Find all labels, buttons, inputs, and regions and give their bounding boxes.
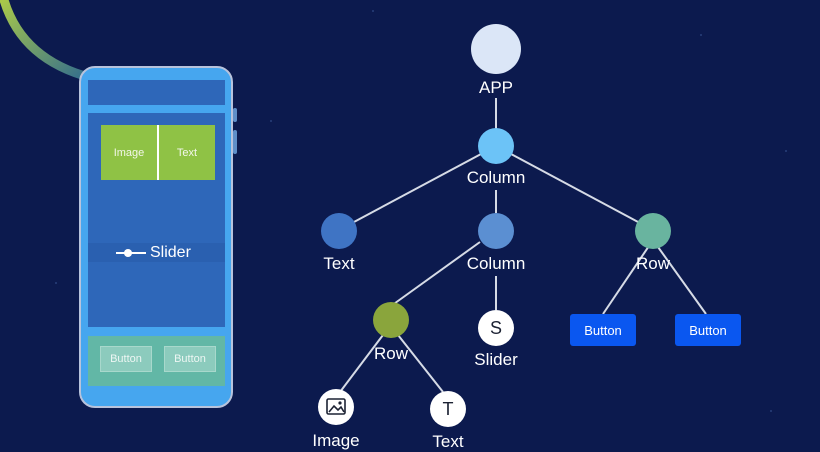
edge-row-image	[339, 334, 384, 393]
node-column-mid	[478, 213, 514, 249]
node-slider: S	[478, 310, 514, 346]
phone-top-bar	[88, 80, 225, 105]
node-app	[471, 24, 521, 74]
tree-label-slider: Slider	[474, 350, 518, 369]
edge-row-text	[397, 334, 444, 393]
phone-side-button	[233, 130, 237, 154]
tree-label-text: Text	[323, 254, 355, 273]
image-icon	[326, 398, 346, 415]
node-row-left	[373, 302, 409, 338]
edge-row-button-2	[652, 239, 707, 315]
star	[55, 282, 57, 284]
node-text-bottom: T	[430, 391, 466, 427]
node-row-right	[635, 213, 671, 249]
tree-label-row-left: Row	[373, 344, 409, 363]
star	[700, 34, 702, 36]
star	[270, 120, 272, 122]
star	[770, 410, 772, 412]
phone-slider-band	[88, 243, 225, 262]
tree-label-row-right: Row	[635, 254, 671, 273]
slider-knob-icon[interactable]	[124, 249, 132, 257]
tree-label-column-mid: Column	[466, 254, 526, 273]
edge-row-button-1	[602, 239, 654, 315]
tree-label-column-root: Column	[466, 168, 526, 187]
phone-slider-label: Slider	[150, 244, 191, 261]
tree-label-text-bottom: Text	[432, 432, 464, 451]
phone-image-cell: Image	[101, 125, 157, 180]
edge-column-row	[495, 145, 654, 231]
tree-button-1: Button	[570, 314, 636, 346]
star	[785, 150, 787, 152]
phone-button-1[interactable]: Button	[100, 346, 152, 372]
phone-text-cell: Text	[159, 125, 215, 180]
star	[372, 10, 374, 12]
cell-divider	[157, 125, 159, 180]
phone-button-2[interactable]: Button	[164, 346, 216, 372]
phone-side-button	[233, 108, 237, 122]
tree-button-2: Button	[675, 314, 741, 346]
node-column-root	[478, 128, 514, 164]
tree-label-app: APP	[478, 78, 514, 97]
node-text	[321, 213, 357, 249]
edge-column-text	[338, 145, 497, 231]
tree-label-image: Image	[312, 431, 360, 450]
edge-column-row-left	[390, 241, 481, 307]
